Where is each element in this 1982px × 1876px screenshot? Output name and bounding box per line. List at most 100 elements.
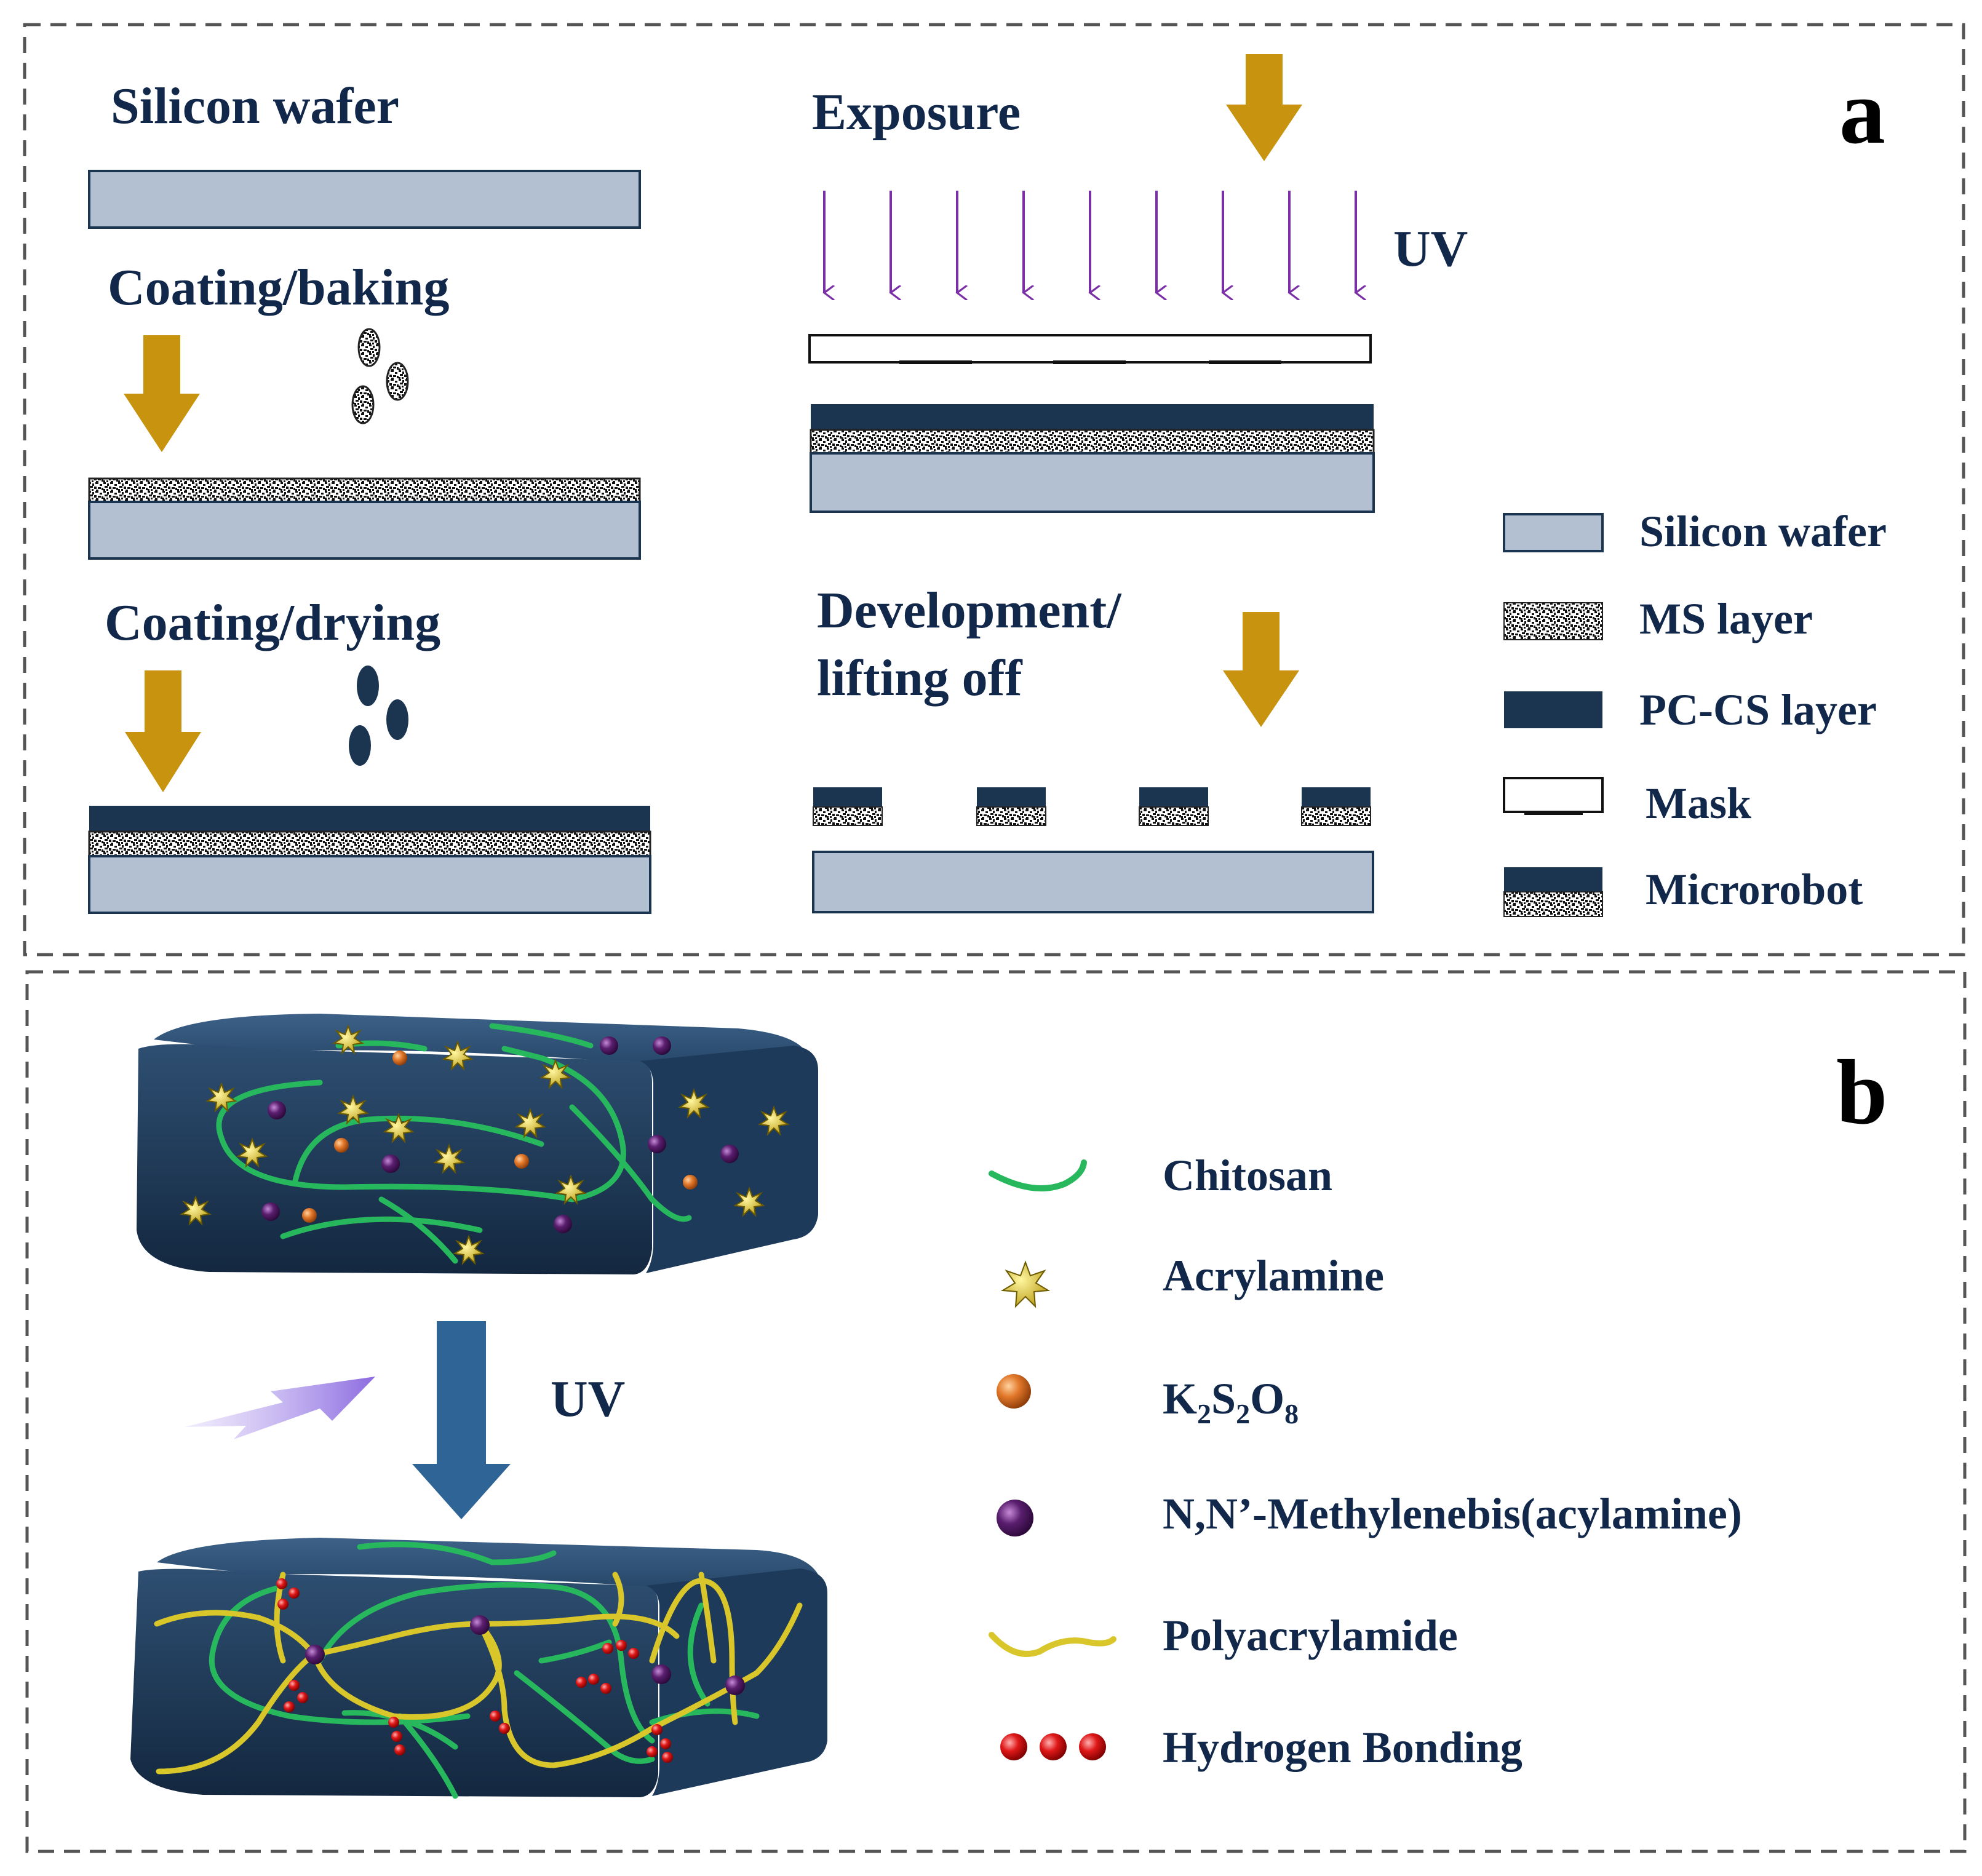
pc-cs-particle — [349, 725, 371, 766]
legend-label-pc-cs-layer: PC-CS layer — [1639, 685, 1877, 734]
panel-a-border — [23, 23, 1965, 956]
acrylamine-star — [442, 1040, 474, 1071]
mask — [808, 334, 1372, 364]
legend-label-acrylamine: Acrylamine — [1163, 1251, 1384, 1300]
step-development-title-line2: lifting off — [817, 650, 1023, 707]
step-silicon-wafer-title: Silicon wafer — [111, 78, 399, 135]
polyacrylamide-chain — [154, 1610, 680, 1658]
microrobot-1 — [813, 787, 883, 826]
uv-label-exposure: UV — [1393, 220, 1468, 277]
silicon-wafer-5 — [812, 851, 1374, 913]
acrylamine-star — [514, 1108, 546, 1139]
legend-icon-mba-ball — [997, 1500, 1033, 1536]
ms-particles — [351, 328, 409, 424]
legend-label-mba: N,N’-Methylenebis(acylamine) — [1163, 1489, 1742, 1538]
hbond-ball — [276, 1578, 287, 1589]
k2s2o8-sub1: 2 — [1197, 1398, 1211, 1429]
acrylamine-star — [555, 1174, 587, 1205]
mba-ball — [381, 1155, 400, 1173]
microrobot-4 — [1301, 787, 1371, 826]
pc-cs-particle — [357, 666, 379, 706]
pc-cs-particle — [386, 699, 408, 740]
pc-cs-layer-2 — [811, 404, 1374, 430]
hbond-ball — [277, 1599, 289, 1610]
polyacrylamide-chain — [156, 1651, 317, 1775]
polyacrylamide-chain — [314, 1621, 502, 1720]
hbond-ball — [588, 1674, 599, 1685]
hbond-ball — [651, 1724, 663, 1735]
k2s2o8-k: K — [1163, 1374, 1197, 1423]
mba-ball — [651, 1664, 671, 1684]
silicon-wafer-4 — [810, 452, 1375, 513]
panel-b-label: b — [1836, 1041, 1887, 1143]
mba-ball — [648, 1135, 666, 1153]
legend-icon-acrylamine-star — [1000, 1260, 1051, 1308]
k2s2o8-s: S — [1211, 1374, 1236, 1423]
ms-layer-3 — [810, 429, 1375, 455]
legend-label-mask: Mask — [1646, 779, 1751, 828]
microrobot-3 — [1139, 787, 1209, 826]
gold-arrow-coating-baking — [124, 335, 200, 452]
hbond-ball — [660, 1738, 671, 1749]
hbond-ball — [284, 1701, 295, 1712]
legend-swatch-silicon-wafer — [1503, 513, 1604, 552]
acrylamine-star — [433, 1143, 465, 1174]
ms-particle — [351, 385, 375, 424]
legend-swatch-mask-segment — [1524, 811, 1583, 815]
hbond-ball — [297, 1692, 308, 1703]
mba-ball — [554, 1215, 572, 1233]
hbond-ball — [289, 1588, 300, 1599]
legend-label-chitosan: Chitosan — [1163, 1151, 1332, 1200]
legend-label-ms-layer: MS layer — [1639, 594, 1813, 643]
step-development-title-line1: Development/ — [817, 582, 1122, 639]
legend-icon-polyacrylamide — [989, 1632, 1116, 1657]
ms-particle — [386, 362, 409, 401]
chitosan-chain — [280, 1216, 483, 1239]
step-coating-drying-title: Coating/drying — [105, 594, 440, 651]
hbond-ball — [499, 1723, 510, 1734]
k2s2o8-sub3: 8 — [1284, 1398, 1299, 1429]
silicon-wafer-2 — [88, 501, 641, 560]
panel-a-label: a — [1839, 61, 1885, 163]
mask-opaque-segment — [1209, 360, 1281, 364]
legend-label-polyacrylamide: Polyacrylamide — [1163, 1611, 1458, 1660]
hbond-ball — [628, 1648, 639, 1659]
uv-label-panel-b: UV — [551, 1370, 625, 1428]
ms-layer-1 — [88, 477, 641, 503]
ms-particle — [357, 328, 381, 367]
polyacrylamide-chain — [477, 1621, 760, 1768]
acrylamine-star — [337, 1094, 369, 1125]
legend-swatch-pc-cs-layer — [1504, 691, 1602, 728]
mba-ball — [653, 1036, 671, 1055]
legend-swatch-microrobot-bottom — [1503, 891, 1603, 917]
chitosan-chain — [357, 1541, 557, 1565]
chitosan-chain — [397, 1713, 458, 1799]
hbond-ball — [647, 1746, 658, 1757]
pc-cs-layer-1 — [89, 806, 650, 832]
hydrogen-bonds — [276, 1578, 673, 1763]
gold-arrow-exposure — [1226, 54, 1302, 161]
acrylamine-star — [332, 1024, 364, 1055]
legend-icon-hbond-ball — [1000, 1733, 1027, 1760]
uv-lightning-bolt-icon — [185, 1377, 375, 1439]
legend-icon-hbond-ball — [1040, 1733, 1067, 1760]
hbond-ball — [490, 1711, 501, 1722]
legend-icon-hbond-ball — [1079, 1733, 1106, 1760]
crosslinker-nodes — [305, 1615, 745, 1695]
acrylamine-star — [733, 1186, 765, 1217]
polyacrylamide-chain — [612, 1572, 624, 1627]
acrylamine-star — [205, 1082, 237, 1113]
chitosan-chain — [514, 1670, 655, 1764]
legend-swatch-microrobot-top — [1504, 867, 1602, 892]
chitosan-chain — [687, 1602, 710, 1707]
hbond-ball — [602, 1643, 613, 1654]
hbond-ball — [388, 1717, 399, 1728]
hbond-ball — [600, 1683, 611, 1694]
polyacrylamide-chain — [698, 1572, 717, 1664]
chitosan-chain — [569, 1104, 692, 1222]
hbond-ball — [289, 1680, 300, 1691]
chitosan-chain — [292, 1115, 544, 1184]
polyacrylamide-chain — [754, 1602, 803, 1676]
chitosan-chain — [538, 1639, 612, 1664]
